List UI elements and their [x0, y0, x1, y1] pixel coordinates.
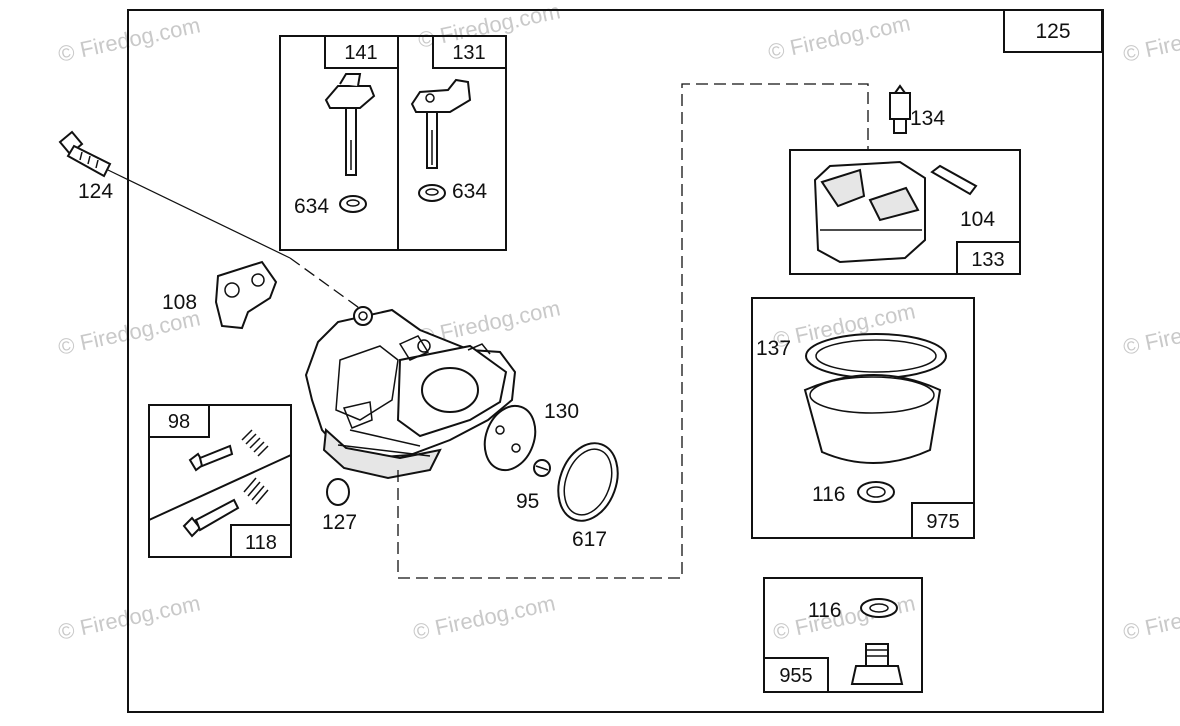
throttle-shaft-part [324, 73, 376, 176]
assembly-label: 125 [1035, 20, 1070, 43]
box-955-label: 955 [779, 665, 812, 687]
watermark-text: © Firedog.com [1121, 305, 1180, 360]
carburetor-body-part [304, 306, 517, 480]
kit-box-955 [763, 577, 923, 693]
box-141-tag [324, 35, 399, 69]
choke-shaft-part [410, 78, 472, 169]
oring-617-part [557, 442, 619, 522]
box-131-tag [432, 35, 507, 69]
part-label-104: 104 [960, 208, 995, 231]
float-part [813, 160, 926, 264]
part-label-116-b: 116 [808, 599, 841, 622]
watermark-text: © Firedog.com [1121, 590, 1180, 645]
bowl-connection-dashed [397, 83, 869, 579]
bolt-leader-dashed [289, 257, 363, 311]
bolt-leader-solid [107, 169, 291, 259]
box-133-tag [956, 241, 1021, 275]
plate-130-part [483, 404, 537, 472]
inlet-needle-134-part [889, 84, 911, 134]
washer-634-b [418, 184, 446, 202]
part-label-617: 617 [572, 528, 607, 551]
idle-screw-spring-part [188, 429, 269, 472]
box-975-label: 975 [926, 511, 959, 533]
bolt-124-part [58, 130, 112, 178]
part-label-137: 137 [756, 337, 791, 360]
assembly-label-box [1003, 9, 1103, 53]
mixture-screw-spring-part [182, 477, 269, 538]
float-pin-104-part [930, 164, 978, 196]
washer-116-a [857, 481, 895, 503]
fuel-bowl-part [803, 374, 942, 464]
part-label-127: 127 [322, 511, 357, 534]
part-label-108: 108 [162, 291, 197, 314]
watermark-text: © Firedog.com [56, 12, 203, 67]
kit-diagonal-divider [148, 454, 292, 521]
part-label-130: 130 [544, 400, 579, 423]
box-975-tag [911, 502, 975, 539]
watermark-text: © Firedog.com [416, 0, 563, 53]
box-955-tag [763, 657, 829, 693]
washer-634-a [339, 195, 367, 213]
box-98-tag [148, 404, 210, 438]
kit-box-98-118 [148, 404, 292, 558]
part-label-634-b: 634 [452, 180, 487, 203]
box-118-label: 118 [245, 532, 277, 554]
part-label-134: 134 [910, 107, 945, 130]
kit-box-975 [751, 297, 975, 539]
assembly-frame [127, 9, 1104, 713]
watermark-text: © Firedog.com [56, 590, 203, 645]
box-131-label: 131 [452, 42, 485, 64]
part-label-116-a: 116 [812, 483, 845, 506]
box-98-label: 98 [168, 411, 190, 433]
bowl-bolt-part [850, 643, 904, 685]
watermark-text: © Firedog.com [766, 10, 913, 65]
watermark-text: © Firedog.com [1121, 12, 1180, 67]
box-141-label: 141 [344, 42, 377, 64]
watermark-text: © Firedog.com [411, 590, 558, 645]
watermark-text: © Firedog.com [771, 590, 918, 645]
part-label-634-a: 634 [294, 195, 329, 218]
kit-box-133 [789, 149, 1021, 275]
box-133-label: 133 [971, 249, 1004, 271]
plug-127-part [326, 478, 350, 506]
washer-116-b [860, 598, 898, 618]
part-label-124: 124 [78, 180, 113, 203]
box-118-tag [230, 524, 292, 558]
part-label-95: 95 [516, 490, 539, 513]
gasket-108-part [214, 260, 278, 330]
